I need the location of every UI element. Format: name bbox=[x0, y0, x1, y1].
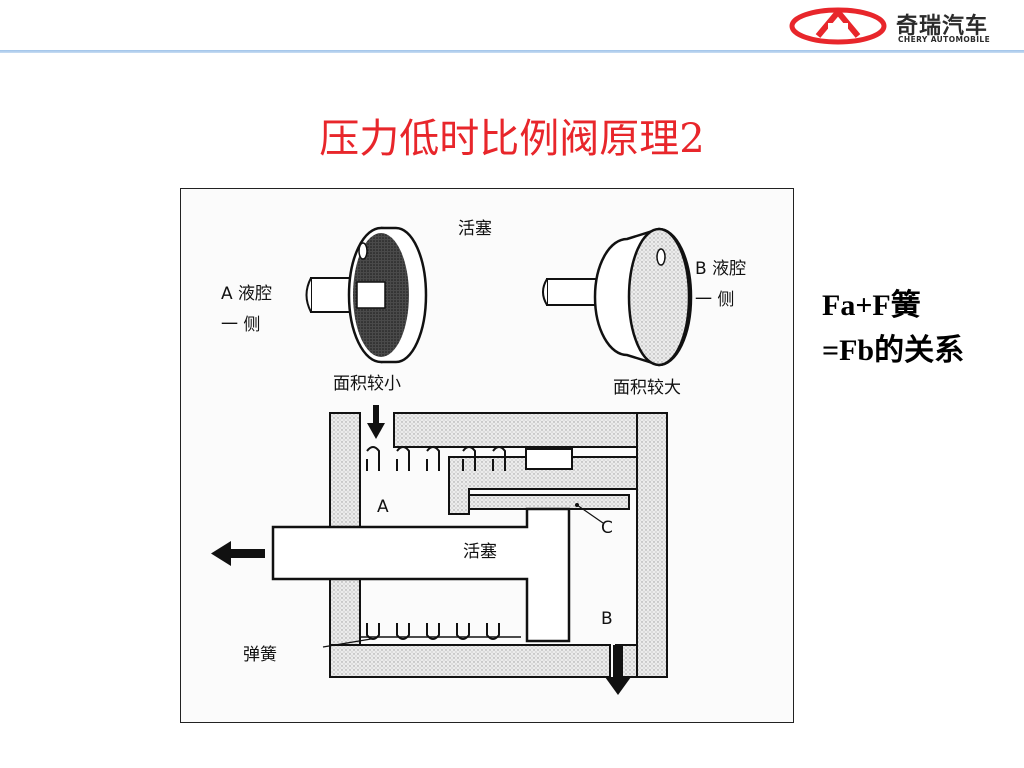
chery-logo: 奇瑞汽车 CHERY AUTOMOBILE bbox=[788, 4, 1018, 48]
formula-line-2: =Fb的关系 bbox=[822, 334, 965, 367]
diagram-drawing bbox=[211, 226, 693, 695]
label-piston-body: 活塞 bbox=[463, 542, 497, 562]
label-point-c: C bbox=[601, 518, 613, 538]
label-large-area: 面积较大 bbox=[613, 378, 681, 398]
proportioning-valve-diagram: 活塞 A 液腔 一 侧 B 液腔 一 侧 面积较小 面积较大 A C B 活塞 … bbox=[180, 188, 794, 723]
label-a-chamber-side: 一 侧 bbox=[221, 315, 261, 335]
label-a-chamber: A 液腔 bbox=[221, 284, 273, 304]
piston-small-area bbox=[305, 226, 428, 364]
label-piston-top: 活塞 bbox=[458, 219, 492, 239]
spring-bottom bbox=[361, 623, 521, 640]
logo-english-text: CHERY AUTOMOBILE bbox=[898, 35, 991, 44]
leader-lines bbox=[322, 504, 604, 648]
label-b-chamber: B 液腔 bbox=[695, 259, 747, 279]
label-chamber-b: B bbox=[601, 609, 613, 629]
plunger bbox=[271, 507, 571, 643]
label-small-area: 面积较小 bbox=[333, 374, 401, 394]
label-spring: 弹簧 bbox=[243, 645, 277, 665]
arrow-inlet bbox=[367, 405, 385, 439]
label-chamber-a: A bbox=[377, 497, 389, 517]
slide-title: 压力低时比例阀原理2 bbox=[319, 116, 705, 162]
header-divider bbox=[0, 50, 1024, 53]
formula-line-1: Fa+F簧 bbox=[822, 289, 921, 322]
logo-chinese-text: 奇瑞汽车 bbox=[896, 14, 989, 39]
arrow-outlet-bottom bbox=[605, 645, 631, 695]
label-b-chamber-side: 一 侧 bbox=[695, 290, 735, 310]
piston-large-area bbox=[542, 227, 693, 367]
chery-emblem-icon bbox=[789, 7, 887, 45]
arrow-outlet-left bbox=[211, 541, 265, 566]
spring-top bbox=[366, 446, 506, 471]
